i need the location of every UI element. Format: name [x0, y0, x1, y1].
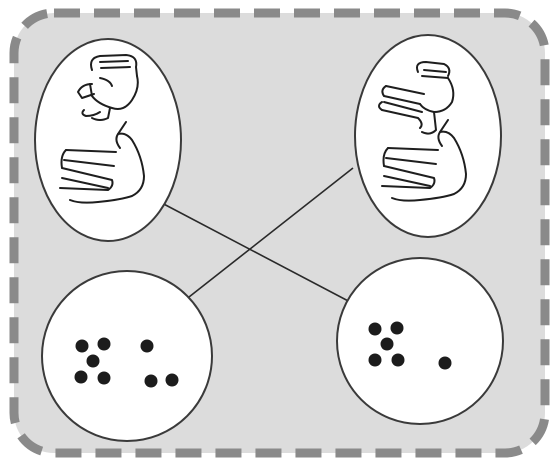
dot — [390, 321, 404, 335]
match-line-hands-right-to-dots-left[interactable] — [188, 167, 354, 298]
open-hand-icon — [381, 119, 467, 202]
dot — [86, 354, 100, 368]
dot — [74, 370, 88, 384]
hands-bubble-left[interactable] — [34, 38, 182, 242]
dot — [97, 371, 111, 385]
dot — [391, 353, 405, 367]
dot — [144, 374, 158, 388]
dots-bubble-right[interactable] — [336, 257, 504, 425]
hands-bubble-right[interactable] — [354, 34, 502, 238]
dot — [75, 339, 89, 353]
dot — [438, 356, 452, 370]
fist-two-fingers-icon — [378, 61, 455, 135]
dot — [97, 337, 111, 351]
dot — [368, 322, 382, 336]
dot — [140, 339, 154, 353]
open-hand-icon — [59, 121, 145, 204]
fist-thumb-index-icon — [77, 54, 139, 121]
dots-bubble-left[interactable] — [41, 270, 213, 442]
dot — [165, 373, 179, 387]
dot-group-left — [74, 337, 179, 388]
dot-group-right — [368, 321, 452, 370]
match-line-hands-left-to-dots-right[interactable] — [157, 200, 374, 315]
dot — [380, 337, 394, 351]
dot — [368, 353, 382, 367]
match-lines — [157, 167, 374, 315]
